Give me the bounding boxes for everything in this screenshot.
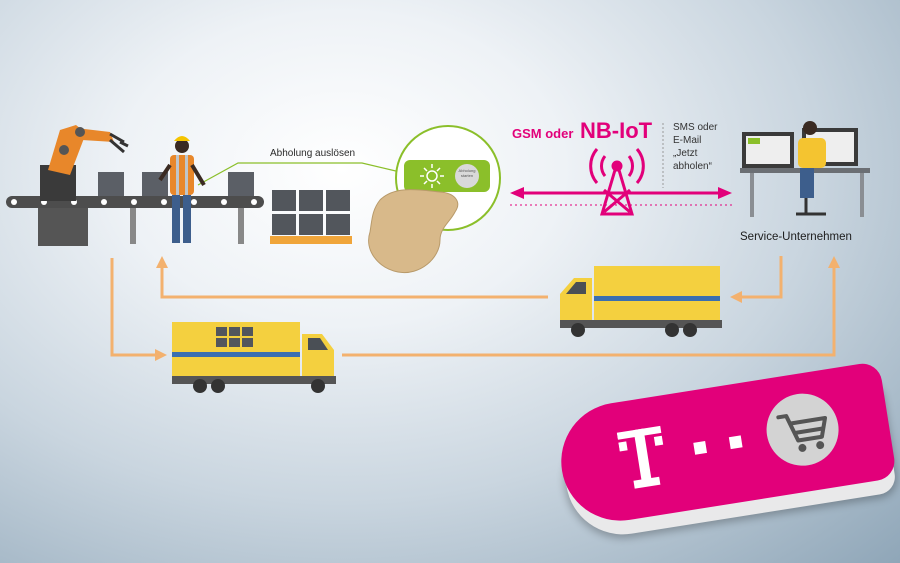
truck-icon: [560, 266, 722, 337]
sms-line: E-Mail: [673, 135, 702, 146]
truck-icon: [172, 322, 336, 393]
sms-line: SMS oder: [673, 122, 718, 133]
robot-arm-icon: [40, 125, 129, 201]
cart-icon: [776, 414, 828, 452]
arrow-truck-to-service: [342, 268, 836, 357]
network-main-label: NB-IoT: [580, 118, 653, 143]
sms-line: abholen“: [673, 161, 712, 172]
office-worker-icon: [740, 121, 870, 217]
pallet-icon: [270, 190, 352, 244]
telekom-tag: [552, 360, 898, 530]
signal-link: [510, 123, 732, 206]
trigger-label: Abholung auslösen: [270, 148, 356, 159]
callout-line: [197, 162, 401, 186]
telekom-logo: [616, 425, 743, 489]
flow-arrows: [110, 256, 840, 361]
sms-line: „Jetzt: [673, 148, 698, 159]
network-prefix-label: GSM oder: [512, 126, 574, 141]
button-label: Abholung starten: [458, 168, 476, 178]
conveyor-belt: [6, 172, 264, 246]
arrow-service-to-truck2: [742, 256, 783, 299]
finger-button-icon: [368, 125, 501, 274]
service-company-label: Service-Unternehmen: [740, 231, 852, 243]
arrow-conveyor-to-truck: [110, 258, 155, 357]
cart-button[interactable]: [761, 388, 844, 471]
arrow-truck2-to-factory: [160, 268, 548, 299]
antenna-icon: [589, 148, 645, 216]
worker-icon: [158, 136, 206, 243]
sms-email-note: SMS oder E-Mail „Jetzt abholen“: [673, 121, 717, 173]
